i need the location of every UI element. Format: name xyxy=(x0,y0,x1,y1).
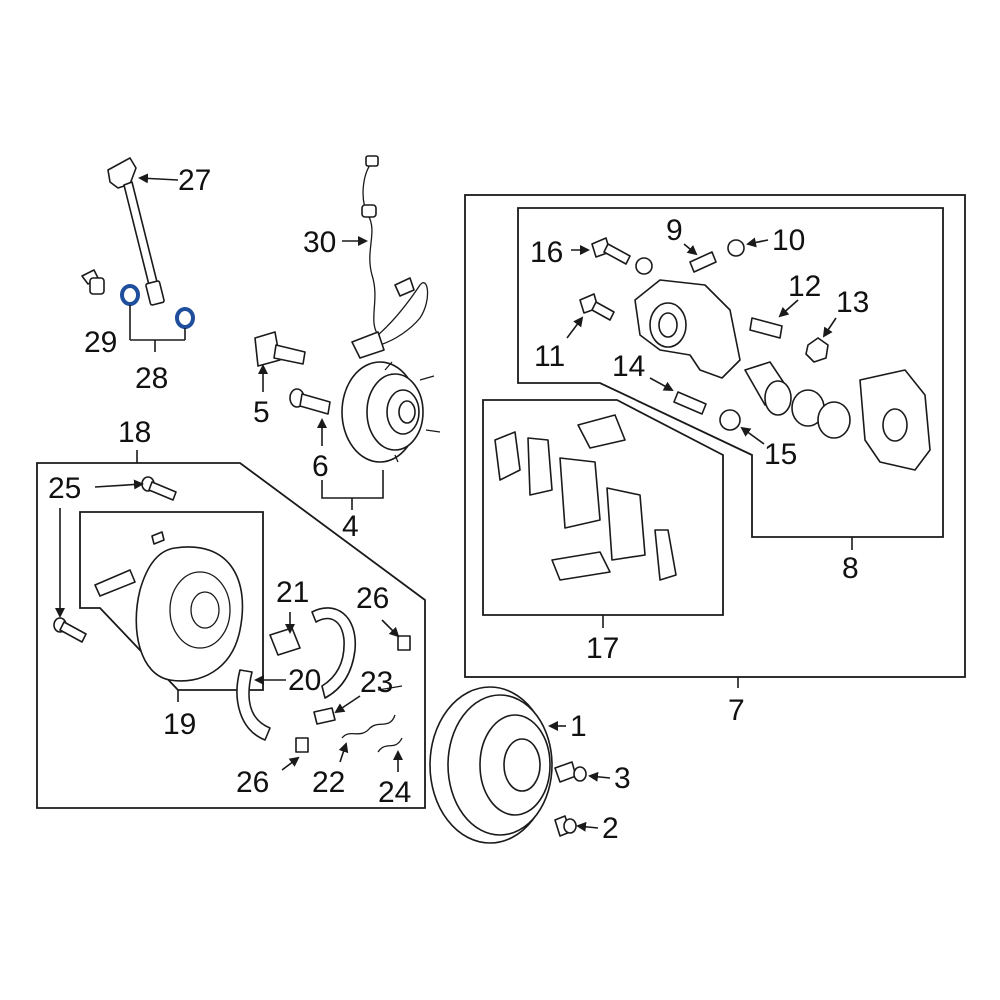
callout-30: 30 xyxy=(303,226,336,259)
guide-pin-14 xyxy=(673,391,707,415)
callout-27: 27 xyxy=(178,164,211,197)
callout-2: 2 xyxy=(602,812,619,845)
callout-17: 17 xyxy=(586,632,619,665)
hub-bolt-large xyxy=(254,331,306,367)
clip-26-bottom xyxy=(295,737,309,753)
backing-bolt-25 xyxy=(53,476,177,643)
callout-5: 5 xyxy=(253,396,270,429)
callout-14: 14 xyxy=(612,350,645,383)
adjuster-pin xyxy=(313,707,336,725)
pad-set-box xyxy=(482,399,724,616)
backing-plate xyxy=(94,531,244,682)
brake-hose xyxy=(107,157,165,306)
callout-18: 18 xyxy=(118,416,151,449)
callout-21: 21 xyxy=(276,576,309,609)
callout-numbers: 27 29 28 30 5 6 4 16 9 10 11 12 13 14 15… xyxy=(48,164,869,845)
callout-10: 10 xyxy=(772,224,805,257)
callout-19: 19 xyxy=(163,708,196,741)
callout-11: 11 xyxy=(534,340,565,373)
adjuster-21 xyxy=(269,627,301,656)
hub-bolt-small xyxy=(289,388,331,415)
boot-ring xyxy=(635,257,653,275)
callout-7: 7 xyxy=(728,694,745,727)
callout-25: 25 xyxy=(48,472,81,505)
caliper-piston xyxy=(744,361,792,416)
callout-13: 13 xyxy=(836,286,869,319)
callout-28: 28 xyxy=(135,362,168,395)
callout-26-bottom: 26 xyxy=(236,766,269,799)
bleeder-13 xyxy=(805,337,829,363)
piston-boot xyxy=(817,401,851,439)
callout-22: 22 xyxy=(312,766,345,799)
brake-rotor xyxy=(429,686,553,844)
abs-sensor xyxy=(351,155,429,359)
callout-29: 29 xyxy=(84,326,117,359)
callout-15: 15 xyxy=(764,438,797,471)
pin-boot-15 xyxy=(719,409,741,431)
callout-23: 23 xyxy=(360,666,393,699)
parking-shoe-front xyxy=(236,669,271,741)
brake-pads xyxy=(494,414,677,581)
callout-1: 1 xyxy=(570,710,587,743)
clip-26-top xyxy=(397,635,411,651)
callout-20: 20 xyxy=(288,664,321,697)
guide-pin-9 xyxy=(689,251,717,273)
callout-9: 9 xyxy=(666,214,683,247)
caliper-subassembly-box xyxy=(517,207,944,538)
spring-24 xyxy=(377,737,403,753)
callout-3: 3 xyxy=(614,762,631,795)
callout-24: 24 xyxy=(378,776,411,809)
callout-4: 4 xyxy=(342,510,359,543)
spring-23 xyxy=(377,685,403,691)
spring-22 xyxy=(341,714,396,739)
hub-bearing xyxy=(341,361,441,463)
callout-12: 12 xyxy=(788,270,821,303)
parking-shoe-rear xyxy=(311,607,356,699)
caliper-housing xyxy=(634,279,741,379)
rotor-screw-2 xyxy=(554,815,577,837)
dust-cap-10 xyxy=(727,239,745,257)
callout-8: 8 xyxy=(842,552,859,585)
rotor-bolt-3 xyxy=(554,761,587,783)
hose-washers xyxy=(120,284,195,329)
callout-16: 16 xyxy=(530,236,563,269)
caliper-bracket xyxy=(859,369,931,471)
parking-brake-box xyxy=(36,462,426,809)
hose-fitting xyxy=(81,269,105,295)
caliper-bolt-11 xyxy=(579,293,615,321)
callout-26-top: 26 xyxy=(356,582,389,615)
caliper-assembly-box xyxy=(464,194,966,678)
leader-lines xyxy=(55,173,853,832)
guide-pin-12 xyxy=(749,317,783,339)
callout-6: 6 xyxy=(312,450,329,483)
caliper-bolt-16 xyxy=(591,237,631,265)
